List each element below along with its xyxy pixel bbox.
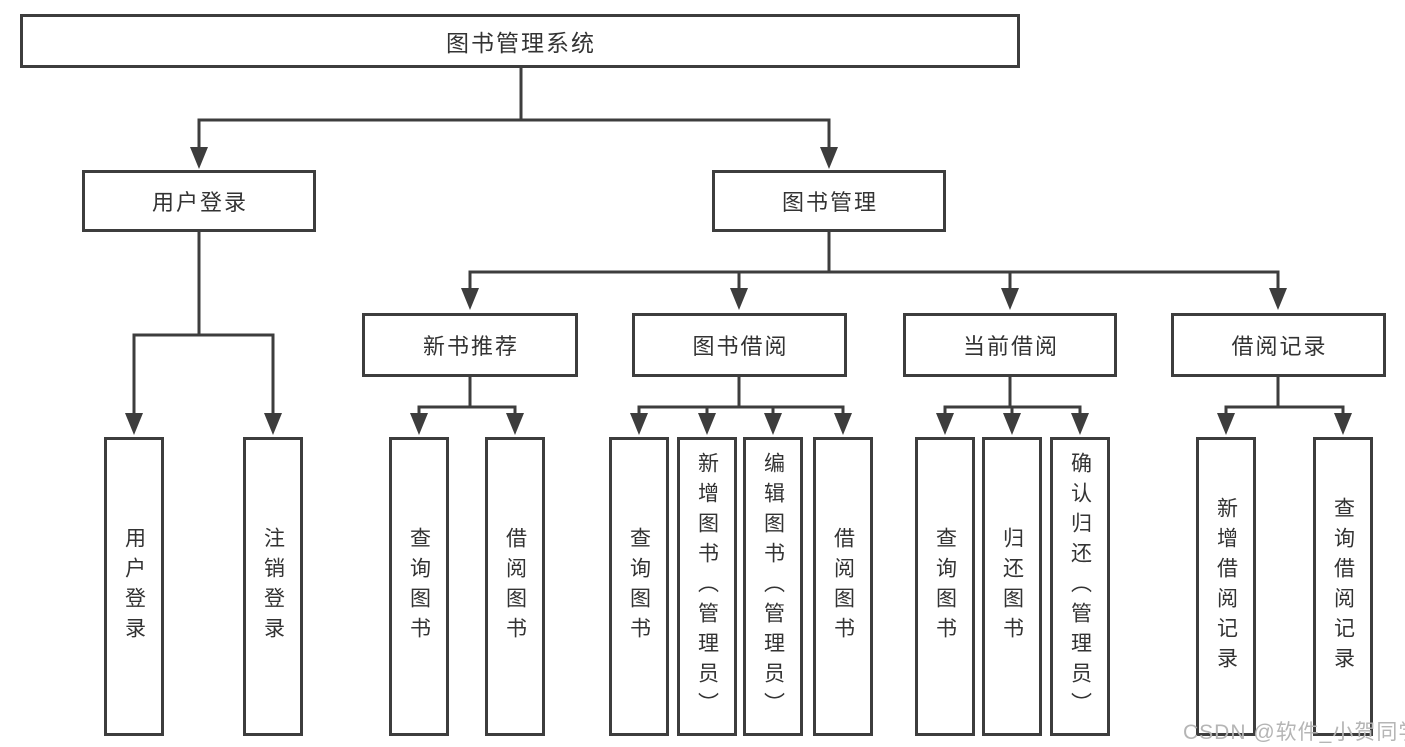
leaf-label: 编辑图书（管理员）: [761, 451, 785, 722]
node-user-login: 用户登录: [82, 170, 316, 232]
leaf-query-books-recommend: 查询图书: [389, 437, 449, 736]
leaf-query-borrow-record: 查询借阅记录: [1313, 437, 1373, 736]
node-label: 当前借阅: [962, 334, 1059, 359]
node-label: 新书推荐: [422, 334, 519, 359]
leaf-return-book: 归还图书: [982, 437, 1042, 736]
leaf-confirm-return-admin: 确认归还（管理员）: [1050, 437, 1110, 736]
node-book-borrowing: 图书借阅: [632, 313, 847, 377]
leaf-label: 借阅图书: [831, 526, 855, 647]
leaf-borrow-books-borrowing: 借阅图书: [813, 437, 873, 736]
leaf-logout: 注销登录: [243, 437, 303, 736]
leaf-label: 查询借阅记录: [1331, 496, 1355, 677]
node-label: 图书借阅: [692, 334, 789, 359]
leaf-user-login: 用户登录: [104, 437, 164, 736]
leaf-label: 查询图书: [933, 526, 957, 647]
node-label: 图书管理系统: [446, 30, 596, 56]
leaf-query-books-borrowing: 查询图书: [609, 437, 669, 736]
node-new-book-recommend: 新书推荐: [362, 313, 578, 377]
leaf-add-book-admin: 新增图书（管理员）: [677, 437, 737, 736]
leaf-label: 用户登录: [122, 526, 146, 647]
csdn-watermark: CSDN @软件_小贺同学: [1183, 721, 1405, 744]
leaf-label: 借阅图书: [503, 526, 527, 647]
leaf-label: 注销登录: [261, 526, 285, 647]
leaf-label: 确认归还（管理员）: [1068, 451, 1092, 722]
node-borrowing-records: 借阅记录: [1171, 313, 1386, 377]
leaf-label: 查询图书: [627, 526, 651, 647]
node-library-management-system: 图书管理系统: [20, 14, 1020, 68]
leaf-label: 新增借阅记录: [1214, 496, 1238, 677]
leaf-label: 归还图书: [1000, 526, 1024, 647]
node-book-management: 图书管理: [712, 170, 946, 232]
leaf-label: 新增图书（管理员）: [695, 451, 719, 722]
leaf-edit-book-admin: 编辑图书（管理员）: [743, 437, 803, 736]
leaf-query-books-current: 查询图书: [915, 437, 975, 736]
node-current-borrowing: 当前借阅: [903, 313, 1117, 377]
leaf-borrow-books-recommend: 借阅图书: [485, 437, 545, 736]
leaf-label: 查询图书: [407, 526, 431, 647]
leaf-add-borrow-record: 新增借阅记录: [1196, 437, 1256, 736]
node-label: 图书管理: [781, 190, 878, 215]
node-label: 用户登录: [151, 190, 248, 215]
node-label: 借阅记录: [1231, 334, 1328, 359]
